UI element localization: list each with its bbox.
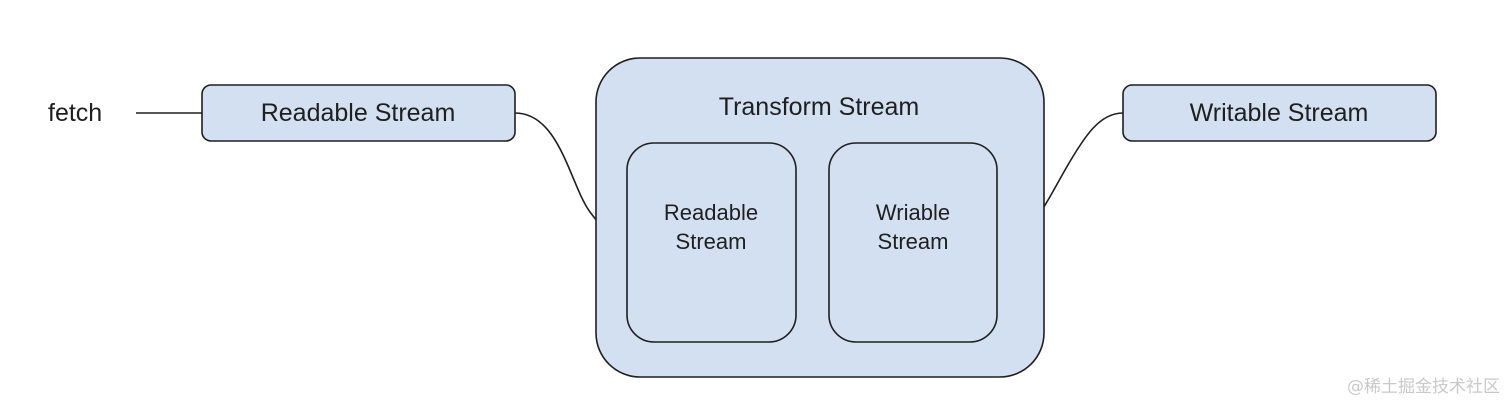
readable-stream-label: Readable Stream xyxy=(261,99,456,127)
watermark-text: @稀土掘金技术社区 xyxy=(1347,377,1500,397)
inner-writable-stream-node: Wriable Stream xyxy=(828,142,998,343)
inner-readable-stream-node: Readable Stream xyxy=(626,142,797,343)
transform-stream-title: Transform Stream xyxy=(719,93,920,121)
writable-stream-label: Writable Stream xyxy=(1190,99,1369,127)
inner-readable-label-line2: Stream xyxy=(676,229,747,254)
inner-writable-label-line2: Stream xyxy=(878,229,949,254)
inner-readable-label-line1: Readable xyxy=(664,200,758,225)
transform-stream-node: Transform Stream Readable Stream Wriable… xyxy=(595,57,1045,378)
readable-stream-node: Readable Stream xyxy=(201,84,516,142)
writable-stream-node: Writable Stream xyxy=(1122,84,1437,142)
inner-writable-label-line1: Wriable xyxy=(876,200,950,225)
fetch-label: fetch xyxy=(48,99,102,127)
